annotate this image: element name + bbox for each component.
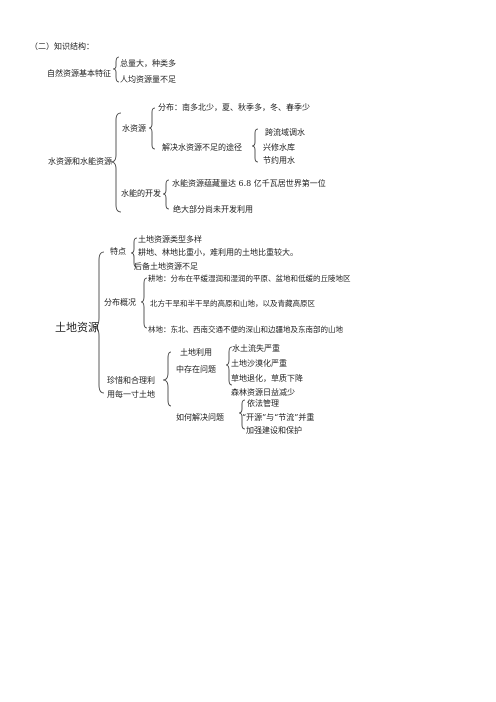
land-protect-label-2: 用每一寸土地 (107, 390, 155, 399)
land-solve-3: 加强建设和保护 (246, 426, 302, 435)
land-protect-label-1: 珍惜和合理利 (107, 376, 155, 385)
land-distribution-2: 北方干旱和半干旱的高原和山地，以及青藏高原区 (150, 299, 315, 308)
land-label: 土地资源 (55, 321, 99, 334)
land-solve-1: 依法管理 (247, 399, 279, 408)
water-solution-2: 兴修水库 (263, 143, 295, 152)
water-solution-3: 节约用水 (263, 156, 295, 165)
section-heading: （二）知识结构： (30, 42, 94, 51)
land-feature-1: 土地资源类型多样 (138, 235, 202, 244)
water-resource-label: 水资源 (122, 124, 146, 133)
land-problem-4: 森林资源日益减少 (231, 388, 295, 397)
land-problems-label: 中存在问题 (176, 365, 216, 374)
natural-label: 自然资源基本特征 (47, 69, 111, 78)
land-distribution-label: 分布概况 (104, 298, 136, 307)
land-solve-2: “开源”与“节流”并重 (242, 413, 315, 422)
natural-item-1: 总量大，种类多 (120, 59, 176, 68)
hydro-item-2: 绝大部分尚未开发利用 (173, 205, 253, 214)
land-features-label: 特点 (110, 247, 126, 256)
land-distribution-3: 林地：东北、西南交通不便的深山和边疆地及东南部的山地 (148, 325, 343, 334)
land-problem-3: 草地退化，草质下降 (231, 374, 303, 383)
land-feature-3: 后备土地资源不足 (134, 262, 198, 271)
hydro-label: 水能的开发 (121, 189, 161, 198)
water-solution-1: 跨流域调水 (265, 128, 305, 137)
water-label: 水资源和水能资源 (48, 157, 112, 166)
natural-item-2: 人均资源量不足 (120, 75, 176, 84)
land-use-label: 土地利用 (180, 348, 212, 357)
land-problem-2: 土地沙漠化严重 (231, 359, 287, 368)
water-distribution: 分布：南多北少，夏、秋季多，冬、春季少 (158, 103, 310, 112)
land-problem-1: 水土流失严重 (232, 344, 280, 353)
hydro-item-1: 水能资源蕴藏量达 6.8 亿千瓦居世界第一位 (172, 179, 326, 188)
land-solve-label: 如何解决问题 (176, 413, 224, 422)
land-feature-2: 耕地、林地比重小，难利用的土地比重较大。 (138, 248, 298, 257)
water-solution-label: 解决水资源不足的途径 (162, 143, 242, 152)
land-distribution-1: 耕地：分布在平缓湿润和湿润的平原、盆地和低缓的丘陵地区 (148, 274, 351, 283)
